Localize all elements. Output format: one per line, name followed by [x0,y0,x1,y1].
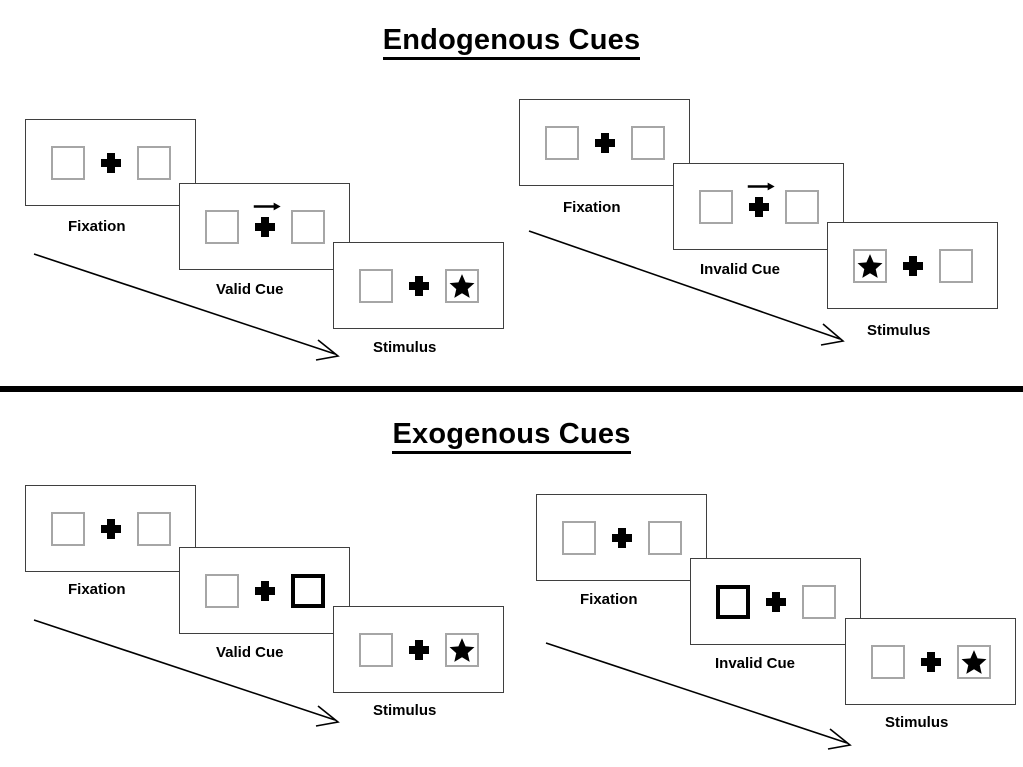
target-box-left [50,511,85,546]
caption-endogenous-valid-cue: Valid Cue [216,281,284,298]
time-arrow-endogenous-valid [33,253,340,361]
fixation-cross [100,152,121,173]
frame-content [358,268,479,303]
target-box-right [444,268,479,303]
fixation-cross [408,275,429,296]
caption-exogenous-valid-cue: Valid Cue [216,644,284,661]
target-box-right [136,145,171,180]
panel-exogenous-invalid-fixation [536,494,707,581]
frame-content [715,584,836,619]
frame-content [358,632,479,667]
section-title-endogenous: Endogenous Cues [0,24,1023,60]
caption-exogenous-invalid-cue: Invalid Cue [715,655,796,672]
fixation-cross [902,255,923,276]
section-title-exogenous: Exogenous Cues [0,418,1023,454]
star-icon [961,649,986,674]
fixation-cross [594,132,615,153]
star-icon [449,273,474,298]
panel-exogenous-valid-cue [179,547,350,634]
arrow-cue-icon [747,182,775,190]
caption-exogenous-valid-fixation: Fixation [68,581,126,598]
caption-endogenous-valid-stimulus: Stimulus [373,339,437,356]
arrow-cue-icon [253,202,281,210]
frame-content [50,511,171,546]
frame-content [852,248,973,283]
target-box-right [784,189,819,224]
panel-endogenous-invalid-stimulus [827,222,998,309]
section-title-endogenous-text: Endogenous Cues [382,24,641,60]
panel-endogenous-invalid-cue [673,163,844,250]
target-box-right [136,511,171,546]
target-box-right [630,125,665,160]
target-box-left [698,189,733,224]
frame-content [204,573,325,608]
target-box-left [204,573,239,608]
frame-content [204,202,325,244]
panel-endogenous-valid-stimulus [333,242,504,329]
panel-exogenous-valid-fixation [25,485,196,572]
fixation-cross [920,651,941,672]
fixation-cross [253,202,281,237]
caption-exogenous-invalid-fixation: Fixation [580,591,638,608]
fixation-cross [611,527,632,548]
panel-endogenous-valid-fixation [25,119,196,206]
caption-endogenous-invalid-cue: Invalid Cue [700,261,781,278]
fixation-cross [765,591,786,612]
panel-exogenous-invalid-cue [690,558,861,645]
target-box-left [358,632,393,667]
caption-exogenous-valid-stimulus: Stimulus [373,702,437,719]
frame-content [561,520,682,555]
star-icon [449,637,474,662]
target-box-left [358,268,393,303]
target-box-right-cued [290,573,325,608]
star-icon [857,253,882,278]
fixation-cross [747,182,775,217]
caption-endogenous-invalid-stimulus: Stimulus [867,322,931,339]
target-box-left [544,125,579,160]
panel-exogenous-invalid-stimulus [845,618,1016,705]
target-box-left [852,248,887,283]
time-arrow-exogenous-invalid [545,642,852,750]
panel-endogenous-invalid-fixation [519,99,690,186]
caption-endogenous-valid-fixation: Fixation [68,218,126,235]
fixation-cross [408,639,429,660]
target-box-left-cued [715,584,750,619]
fixation-cross [100,518,121,539]
section-title-exogenous-text: Exogenous Cues [392,418,631,454]
frame-content [698,182,819,224]
target-box-left [561,520,596,555]
target-box-right [801,584,836,619]
target-box-left [50,145,85,180]
target-box-right [444,632,479,667]
target-box-right [956,644,991,679]
target-box-left [870,644,905,679]
panel-exogenous-valid-stimulus [333,606,504,693]
target-box-left [204,209,239,244]
section-divider [0,386,1023,392]
time-arrow-endogenous-invalid [528,230,845,346]
target-box-right [938,248,973,283]
fixation-cross [254,580,275,601]
target-box-right [290,209,325,244]
target-box-right [647,520,682,555]
panel-endogenous-valid-cue [179,183,350,270]
frame-content [50,145,171,180]
time-arrow-exogenous-valid [33,619,340,727]
caption-endogenous-invalid-fixation: Fixation [563,199,621,216]
frame-content [870,644,991,679]
caption-exogenous-invalid-stimulus: Stimulus [885,714,949,731]
frame-content [544,125,665,160]
